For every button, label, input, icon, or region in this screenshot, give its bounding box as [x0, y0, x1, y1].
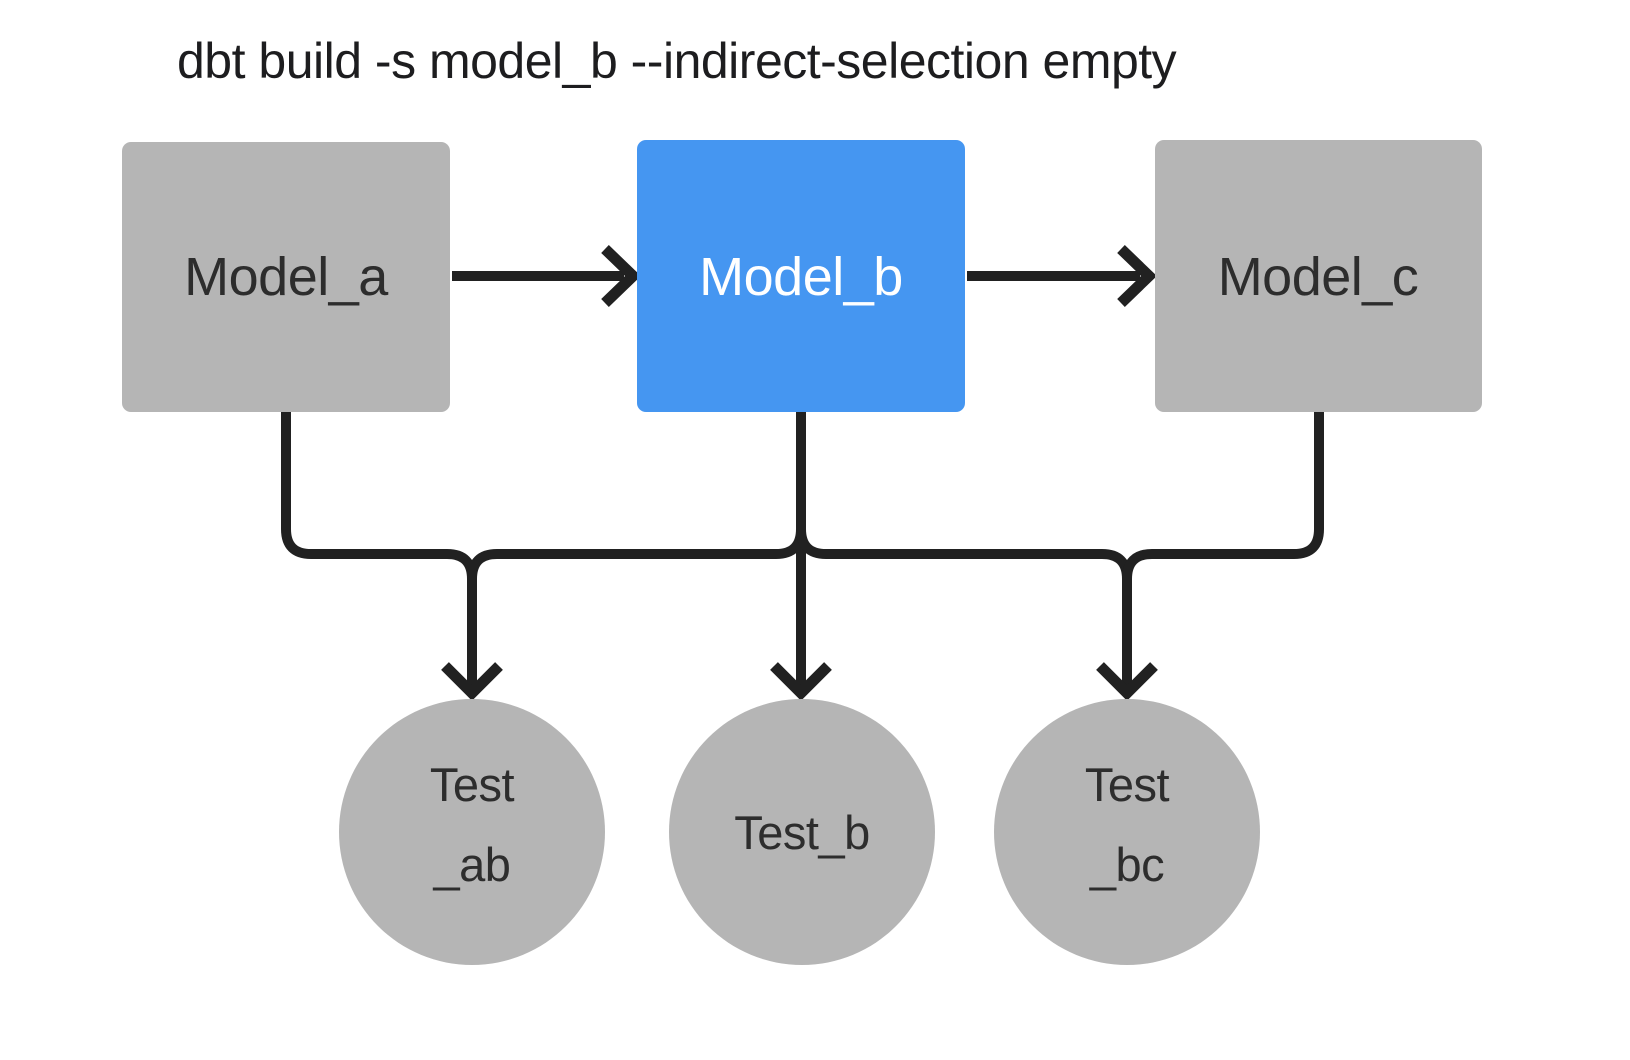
node-test-ab-label-line2: _ab: [433, 838, 511, 891]
node-test-ab-label-line1: Test: [430, 758, 515, 811]
node-test-bc-circle: [994, 699, 1260, 965]
node-model-c-label: Model_c: [1218, 247, 1419, 307]
node-model-b-box: [637, 140, 965, 412]
node-model-a-label: Model_a: [184, 247, 389, 307]
edge-model-c-to-test-bc: [1122, 412, 1324, 690]
arrowhead-right-model-c-icon: [1117, 245, 1157, 307]
node-test-ab: Test _ab: [339, 699, 605, 965]
node-model-c: Model_c: [1155, 140, 1482, 412]
node-test-bc-label-line1: Test: [1085, 758, 1170, 811]
node-model-a: Model_a: [122, 142, 450, 412]
node-test-bc-label-line2: _bc: [1089, 838, 1164, 891]
node-test-b-label: Test_b: [734, 806, 869, 859]
edge-model-b-to-test-ab: [467, 412, 806, 690]
arrowhead-right-model-b-icon: [601, 245, 641, 307]
node-model-a-box: [122, 142, 450, 412]
node-test-b-circle: [669, 699, 935, 965]
node-test-bc: Test _bc: [994, 699, 1260, 965]
arrowhead-down-test-b-icon: [770, 662, 832, 701]
node-test-b: Test_b: [669, 699, 935, 965]
arrowhead-down-test-bc-icon: [1096, 662, 1158, 701]
edge-model-b-to-test-bc: [796, 412, 1132, 690]
node-test-ab-circle: [339, 699, 605, 965]
diagram-title: dbt build -s model_b --indirect-selectio…: [177, 33, 1177, 89]
node-model-c-box: [1155, 140, 1482, 412]
node-model-b: Model_b: [637, 140, 965, 412]
node-model-b-label: Model_b: [699, 247, 903, 307]
arrowhead-down-test-ab-icon: [441, 662, 503, 701]
edge-model-a-to-test-ab: [281, 412, 477, 690]
